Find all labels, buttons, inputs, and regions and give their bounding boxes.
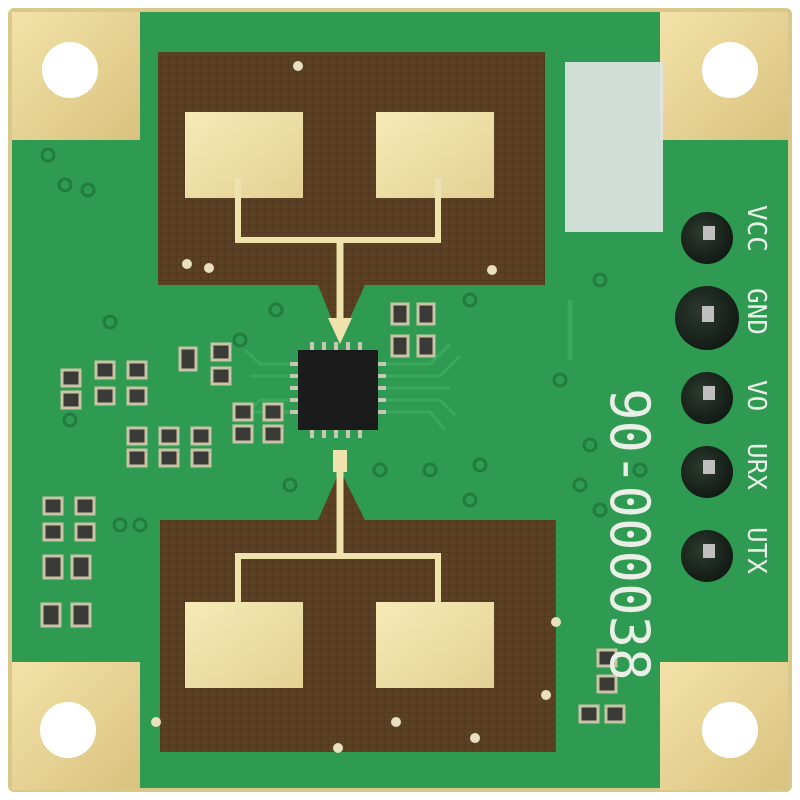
ic-body bbox=[298, 350, 378, 430]
pin-label-vo: VO bbox=[741, 380, 771, 411]
label-sticker-area bbox=[565, 62, 663, 232]
radar-ic bbox=[290, 342, 386, 438]
feed-stub-bottom bbox=[333, 450, 347, 472]
mount-hole-bottom-right bbox=[702, 702, 758, 758]
vias bbox=[151, 61, 561, 753]
pin-label-vcc: VCC bbox=[741, 205, 771, 252]
mount-hole-top-left bbox=[42, 42, 98, 98]
corner-mounting-pads bbox=[12, 12, 788, 790]
patch-top-left bbox=[185, 112, 303, 198]
feed-arrow-top bbox=[328, 318, 352, 344]
patch-bottom-left bbox=[185, 602, 303, 688]
pin-label-urx: URX bbox=[741, 443, 771, 490]
header-pins bbox=[675, 212, 739, 582]
mount-hole-bottom-left bbox=[40, 702, 96, 758]
board-vias bbox=[40, 147, 648, 533]
patch-antenna-top bbox=[185, 112, 494, 344]
mount-hole-top-right bbox=[702, 42, 758, 98]
pin-label-gnd: GND bbox=[741, 288, 771, 335]
smd-components bbox=[40, 302, 626, 724]
pin-label-utx: UTX bbox=[741, 527, 771, 574]
pin-labels: VCC GND VO URX UTX bbox=[741, 205, 771, 574]
part-number-label: 90-000038 bbox=[598, 388, 661, 681]
patch-antenna-bottom bbox=[185, 450, 494, 688]
